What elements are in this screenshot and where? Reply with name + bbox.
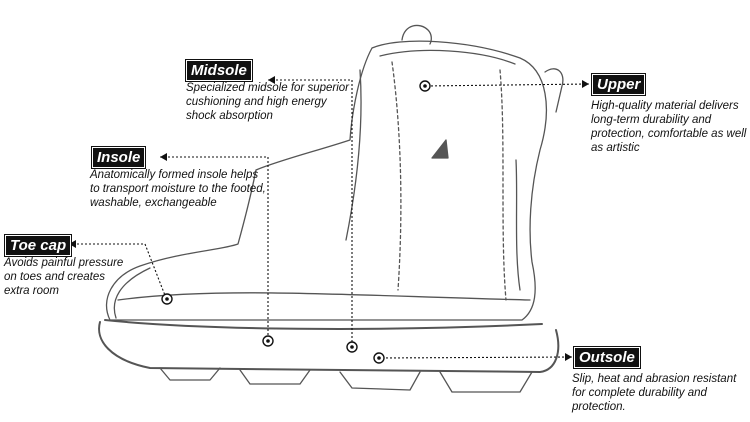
- outsole-label: Outsole: [575, 348, 639, 367]
- outsole-description: Slip, heat and abrasion resistant for co…: [572, 373, 737, 413]
- toecap-description: Avoids painful pressure on toes and crea…: [4, 257, 124, 297]
- boot-insole-line: [117, 292, 531, 301]
- upper-arrowhead: [582, 80, 589, 88]
- upper-label: Upper: [593, 75, 645, 94]
- boot-toe-curve: [113, 267, 151, 319]
- midsole-arrowhead: [268, 76, 275, 84]
- boot-stitching: [391, 61, 402, 291]
- boot-tread: [159, 367, 533, 393]
- outsole-arrowhead: [565, 353, 572, 361]
- boot-zip: [515, 159, 521, 291]
- midsole-label: Midsole: [187, 61, 251, 80]
- insole-description: Anatomically formed insole helps to tran…: [90, 169, 266, 209]
- insole-arrowhead: [160, 153, 167, 161]
- boot-midsole-band: [104, 319, 543, 330]
- toecap-arrowhead: [69, 240, 76, 248]
- upper-leader-line: [424, 83, 590, 87]
- toecap-leader-line: [69, 243, 167, 299]
- midsole-description: Specialized midsole for superior cushion…: [186, 82, 349, 122]
- insole-leader-line: [160, 156, 269, 340]
- insole-label: Insole: [93, 148, 145, 167]
- boot-pull-loop: [401, 24, 432, 45]
- midsole-leader-line: [268, 79, 353, 346]
- upper-description: High-quality material delivers long-term…: [591, 100, 747, 154]
- boot-collar: [379, 49, 516, 65]
- boot-stitching-rear: [499, 69, 507, 301]
- boot-heel-loop: [544, 68, 564, 113]
- boot-logo-mark: [431, 139, 449, 159]
- boot-lace-line: [345, 69, 362, 241]
- boot-outsole-outline: [98, 321, 560, 373]
- boot-outline: [105, 40, 548, 321]
- outsole-leader-line: [378, 356, 573, 359]
- toecap-label: Toe cap: [6, 236, 71, 255]
